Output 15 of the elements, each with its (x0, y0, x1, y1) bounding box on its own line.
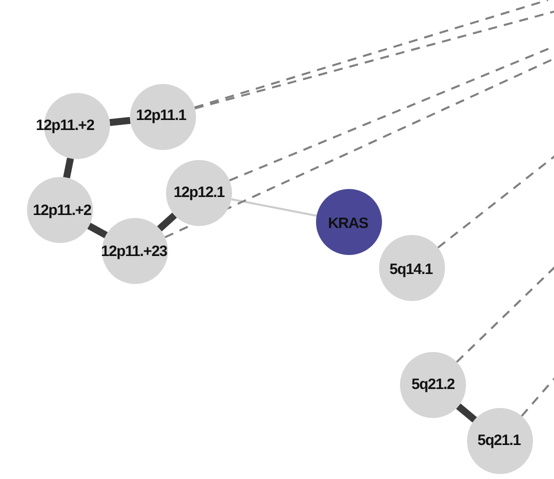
node-label: KRAS (328, 215, 368, 233)
node-label: 12p11.+23 (101, 243, 167, 261)
node-label: 12p11.+2 (36, 117, 94, 135)
link-line (87, 222, 108, 238)
link-line (63, 158, 74, 178)
node-label: 5q14.1 (389, 261, 433, 279)
node-label: 12p12.1 (174, 184, 224, 202)
link-line (231, 198, 317, 217)
node-label: 5q21.2 (411, 376, 455, 394)
link-line (109, 116, 131, 126)
node-label: 12p11.+2 (32, 202, 92, 220)
node-label: 12p11.1 (136, 107, 186, 125)
link-line (157, 212, 177, 232)
node-label: 5q21.1 (477, 432, 521, 450)
link-line (456, 403, 477, 423)
